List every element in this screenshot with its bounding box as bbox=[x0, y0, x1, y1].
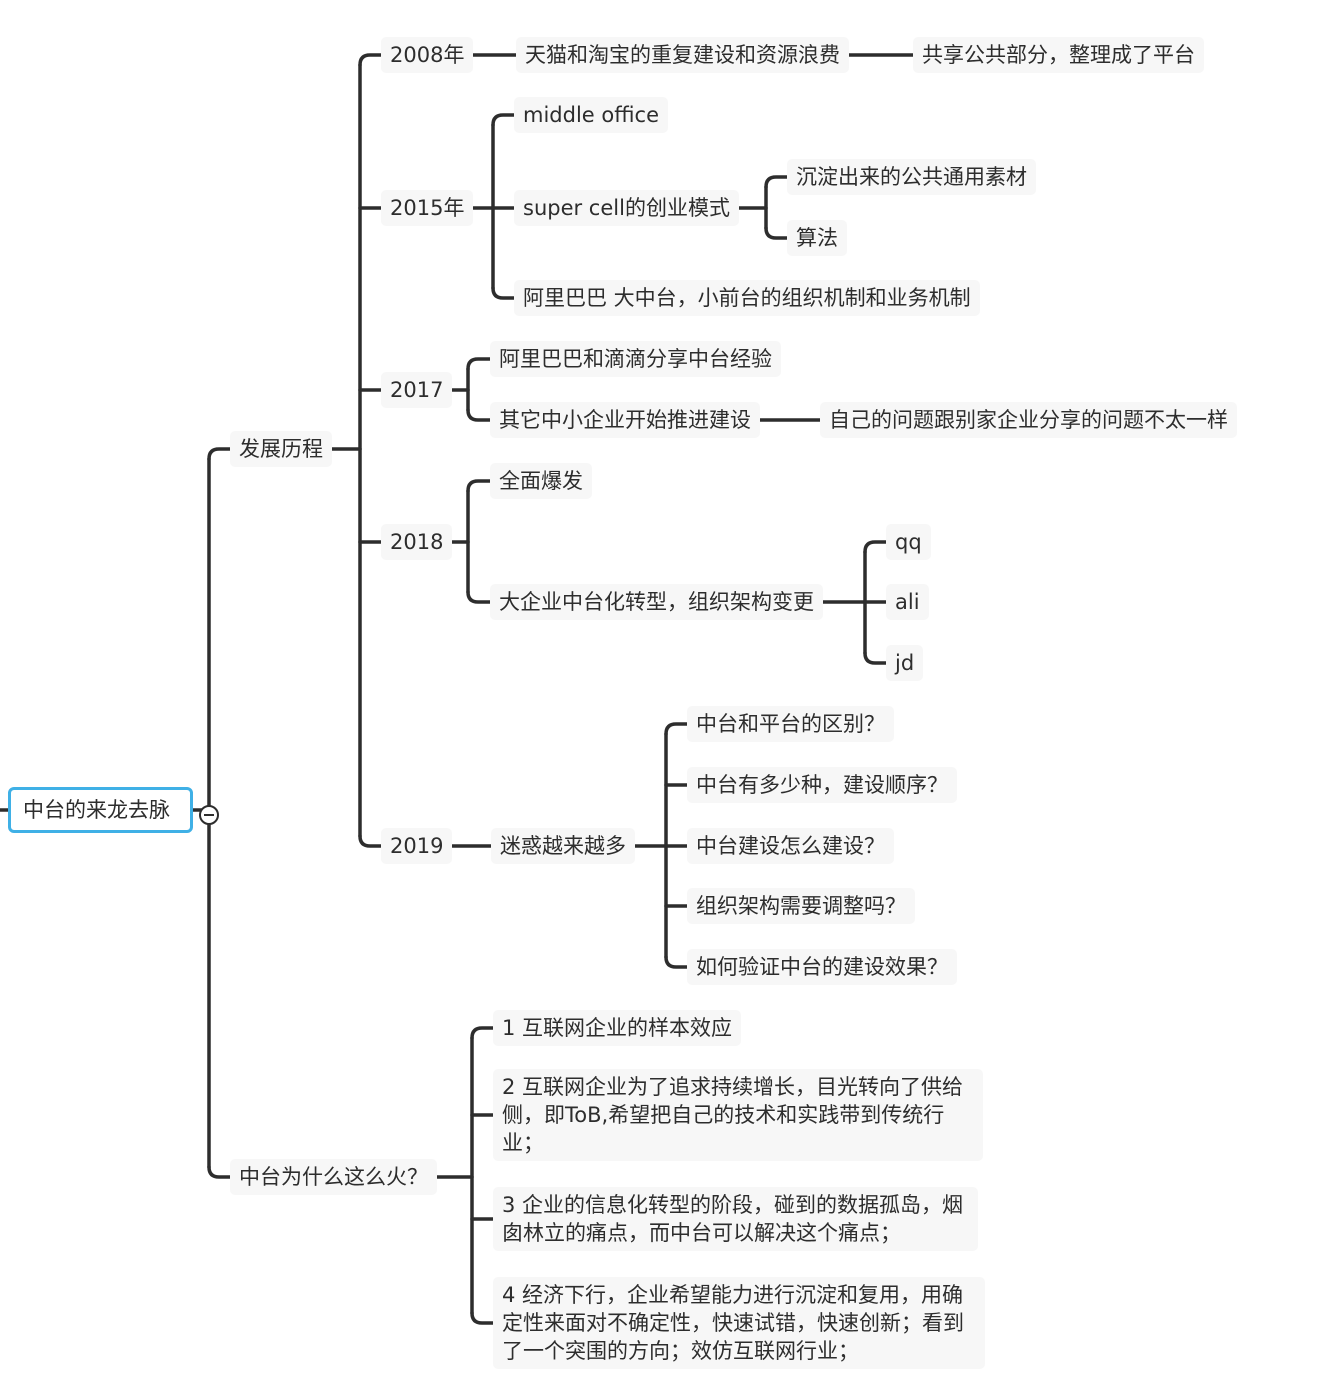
node-2018-ali[interactable]: ali bbox=[886, 584, 929, 620]
connector bbox=[863, 651, 888, 665]
connector bbox=[470, 1311, 495, 1325]
connector bbox=[466, 408, 492, 422]
node-2019-q2[interactable]: 中台有多少种，建设顺序？ bbox=[687, 767, 957, 803]
connector bbox=[764, 175, 789, 189]
connector bbox=[764, 226, 789, 240]
node-2017-diff[interactable]: 自己的问题跟别家企业分享的问题不太一样 bbox=[820, 402, 1237, 438]
connector bbox=[466, 590, 492, 604]
connector bbox=[491, 113, 516, 127]
node-2019[interactable]: 2019 bbox=[381, 828, 453, 864]
node-2018-qq[interactable]: qq bbox=[886, 524, 931, 560]
root-node[interactable]: 中台的来龙去脉 bbox=[8, 787, 193, 833]
connector bbox=[466, 357, 492, 371]
node-2017-share[interactable]: 阿里巴巴和滴滴分享中台经验 bbox=[490, 341, 781, 377]
connector bbox=[470, 1026, 495, 1040]
node-2019-q5[interactable]: 如何验证中台的建设效果？ bbox=[687, 949, 957, 985]
node-2015-middle-office[interactable]: middle office bbox=[514, 97, 668, 133]
node-2017-sme[interactable]: 其它中小企业开始推进建设 bbox=[490, 402, 760, 438]
connector bbox=[358, 834, 383, 848]
connector bbox=[207, 1165, 232, 1179]
node-why-r3[interactable]: 3 企业的信息化转型的阶段，碰到的数据孤岛，烟囱林立的痛点，而中台可以解决这个痛… bbox=[493, 1187, 978, 1251]
connector bbox=[491, 286, 516, 300]
node-2008[interactable]: 2008年 bbox=[381, 37, 474, 73]
connector bbox=[466, 479, 492, 493]
node-2015-algorithm[interactable]: 算法 bbox=[787, 220, 847, 256]
node-2018[interactable]: 2018 bbox=[381, 524, 453, 560]
node-2015-material[interactable]: 沉淀出来的公共通用素材 bbox=[787, 159, 1036, 195]
node-why-r2[interactable]: 2 互联网企业为了追求持续增长，目光转向了供给侧，即ToB,希望把自己的技术和实… bbox=[493, 1069, 983, 1161]
connector bbox=[664, 722, 689, 736]
node-2018-transform[interactable]: 大企业中台化转型，组织架构变更 bbox=[490, 584, 823, 620]
node-2018-boom[interactable]: 全面爆发 bbox=[490, 463, 592, 499]
node-2019-confusion[interactable]: 迷惑越来越多 bbox=[491, 828, 635, 864]
node-2018-jd[interactable]: jd bbox=[886, 645, 924, 681]
node-why[interactable]: 中台为什么这么火？ bbox=[230, 1159, 437, 1195]
node-why-r4[interactable]: 4 经济下行，企业希望能力进行沉淀和复用，用确定性来面对不确定性，快速试错，快速… bbox=[493, 1277, 985, 1369]
connector bbox=[358, 53, 383, 67]
node-2017[interactable]: 2017 bbox=[381, 372, 453, 408]
node-2019-q1[interactable]: 中台和平台的区别？ bbox=[687, 706, 894, 742]
node-2015-alibaba[interactable]: 阿里巴巴 大中台，小前台的组织机制和业务机制 bbox=[514, 280, 980, 316]
node-why-r1[interactable]: 1 互联网企业的样本效应 bbox=[493, 1010, 742, 1046]
minus-circle-icon[interactable] bbox=[199, 805, 219, 825]
node-2015-supercell[interactable]: super cell的创业模式 bbox=[514, 190, 739, 226]
node-history[interactable]: 发展历程 bbox=[230, 431, 332, 467]
node-2019-q4[interactable]: 组织架构需要调整吗？ bbox=[687, 888, 915, 924]
node-2015[interactable]: 2015年 bbox=[381, 190, 474, 226]
connector bbox=[207, 447, 232, 461]
node-2008-problem[interactable]: 天猫和淘宝的重复建设和资源浪费 bbox=[516, 37, 849, 73]
node-2008-result[interactable]: 共享公共部分，整理成了平台 bbox=[913, 37, 1204, 73]
connector bbox=[863, 540, 888, 554]
connector bbox=[664, 955, 689, 969]
node-2019-q3[interactable]: 中台建设怎么建设？ bbox=[687, 828, 894, 864]
